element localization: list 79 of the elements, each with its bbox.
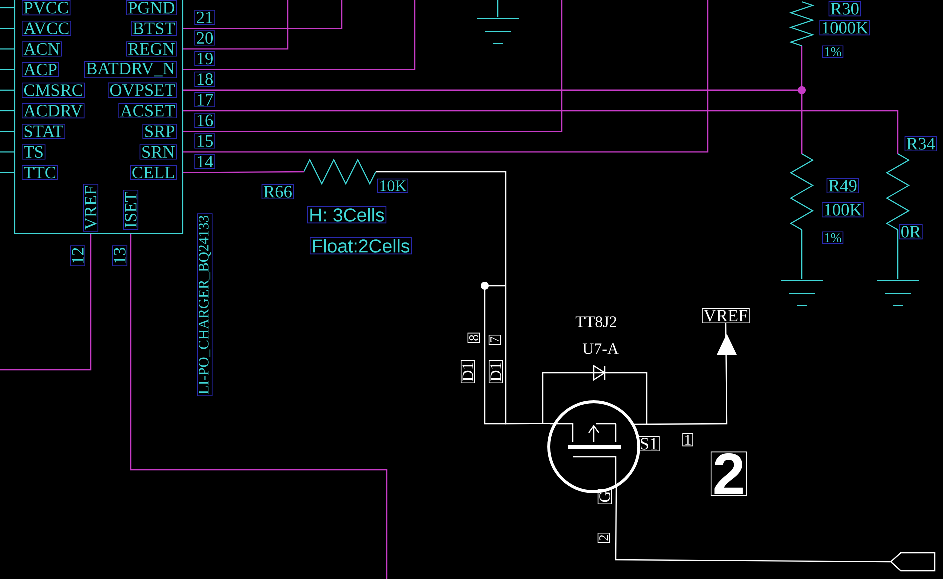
pin-name: S1 <box>638 436 660 452</box>
wire <box>376 171 556 425</box>
pin-name: D1 <box>460 360 476 384</box>
ground-symbol <box>876 280 920 307</box>
part-label: TT8J2 <box>576 316 616 328</box>
component-label: 1% <box>822 232 844 244</box>
pin-name: CMSRC <box>22 82 86 98</box>
pin-name: VREF <box>83 184 99 232</box>
port-label: VREF <box>702 308 750 324</box>
pin-name: ACDRV <box>22 103 85 119</box>
component-label: R66 <box>262 184 294 200</box>
pin-name: G <box>598 490 612 505</box>
wire <box>897 230 899 279</box>
wire <box>183 0 343 30</box>
wire <box>801 230 803 279</box>
component-label: 10K <box>378 178 409 194</box>
component-label: 100K <box>822 202 864 218</box>
resistor-symbol <box>790 154 814 230</box>
component-label: R30 <box>828 1 862 17</box>
resistor-symbol <box>789 2 815 46</box>
pin-name: SRP <box>142 124 177 140</box>
component-label: 0R <box>899 224 923 240</box>
off-page-connector <box>890 552 936 572</box>
resistor-symbol <box>304 158 376 186</box>
pin-name: ACN <box>22 42 62 57</box>
wire <box>615 486 890 563</box>
pin-name: BTST <box>131 21 177 36</box>
pin-number: 18 <box>194 72 216 87</box>
pin-name: PGND <box>126 0 177 16</box>
pin-number: 12 <box>70 246 86 266</box>
pin-number: 8 <box>468 332 480 344</box>
component-label: R34 <box>904 136 938 152</box>
pin-number: 17 <box>194 92 216 108</box>
wire <box>183 0 416 70</box>
sheet-number: 2 <box>710 452 748 496</box>
pin-name: ACSET <box>118 103 177 119</box>
pin-number: 20 <box>194 30 216 46</box>
pin-number: 2 <box>598 532 610 544</box>
pin-name: ISET <box>123 190 139 230</box>
wire <box>183 171 304 174</box>
pin-name: REGN <box>126 42 177 57</box>
component-label: 1% <box>822 46 844 58</box>
wire <box>183 0 709 153</box>
wire <box>497 0 499 17</box>
wire <box>183 0 563 132</box>
pin-number: 1 <box>682 433 694 447</box>
pin-number: 7 <box>488 334 502 346</box>
wire <box>0 234 92 371</box>
pin-number: 13 <box>112 246 128 266</box>
pin-name: TS <box>22 144 46 160</box>
wire <box>183 110 899 154</box>
transistor-symbol <box>548 400 640 494</box>
pin-name: CELL <box>130 165 177 180</box>
pin-name: SRN <box>140 144 177 160</box>
component-label: 1000K <box>820 20 870 36</box>
note-text: Float:2Cells <box>310 237 412 255</box>
ground-symbol <box>780 280 824 307</box>
pin-number: 14 <box>194 154 216 170</box>
pin-number: 19 <box>194 51 216 66</box>
pin-name: OVPSET <box>108 82 177 98</box>
wire <box>801 46 803 154</box>
pin-number: 15 <box>194 134 216 149</box>
note-text: H: 3Cells <box>307 206 387 224</box>
ground-symbol <box>476 18 520 45</box>
wire <box>130 234 388 579</box>
pin-number: 16 <box>194 113 216 128</box>
pin-number: 21 <box>194 10 216 26</box>
pin-name: BATDRV_N <box>84 61 177 78</box>
chip-label: LI-PO_CHARGER_BQ24133 <box>197 214 213 396</box>
wire <box>183 0 289 50</box>
pin-name: D1 <box>488 360 504 384</box>
pin-name: AVCC <box>22 21 72 36</box>
pin-name: ACP <box>22 62 60 78</box>
component-label: R49 <box>826 178 860 194</box>
pin-name: TTC <box>22 165 58 180</box>
pin-name: STAT <box>22 124 66 140</box>
wire <box>632 324 728 426</box>
pin-name: PVCC <box>22 0 71 16</box>
part-label: U7-A <box>582 344 619 354</box>
